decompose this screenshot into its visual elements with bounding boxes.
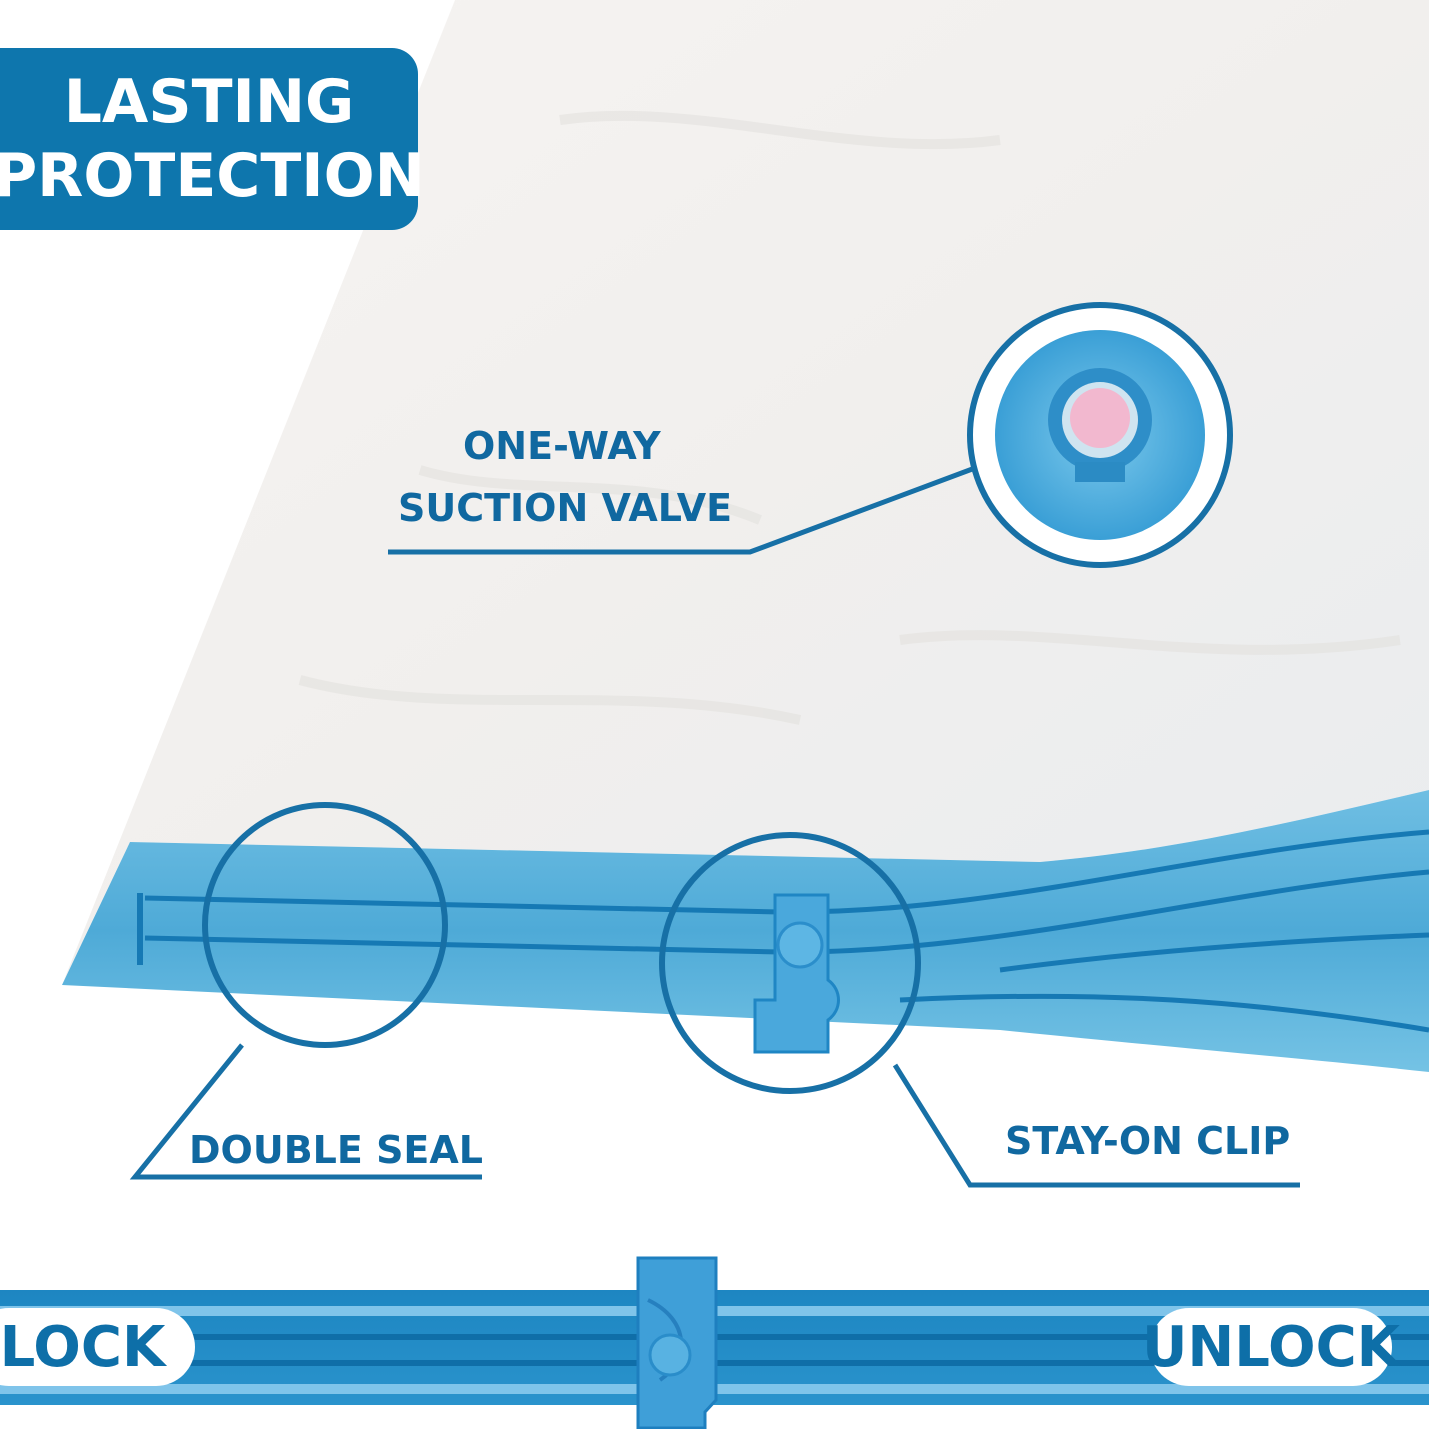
clip-callout bbox=[659, 832, 1300, 1188]
valve-label-line-2: SUCTION VALVE bbox=[398, 486, 733, 530]
badge-line-1: LASTING bbox=[63, 67, 355, 137]
stay-on-clip-label: STAY-ON CLIP bbox=[1005, 1119, 1291, 1163]
bag-wrinkles bbox=[298, 110, 1401, 725]
valve-callout bbox=[388, 302, 1233, 568]
seal-lines bbox=[144, 829, 1429, 1033]
slider-icon bbox=[636, 1256, 718, 1429]
valve-icon bbox=[995, 330, 1205, 540]
seal-band bbox=[62, 790, 1429, 1072]
vacuum-bag bbox=[62, 0, 1429, 985]
double-seal-callout bbox=[129, 802, 482, 1180]
clip-icon bbox=[753, 893, 840, 1054]
lasting-protection-badge: LASTING PROTECTION bbox=[0, 48, 425, 230]
lock-label: LOCK bbox=[0, 1308, 195, 1386]
badge-line-2: PROTECTION bbox=[0, 141, 425, 211]
valve-label-line-1: ONE-WAY bbox=[463, 424, 661, 468]
unlock-label: UNLOCK bbox=[1142, 1308, 1400, 1386]
double-seal-label: DOUBLE SEAL bbox=[189, 1128, 484, 1172]
